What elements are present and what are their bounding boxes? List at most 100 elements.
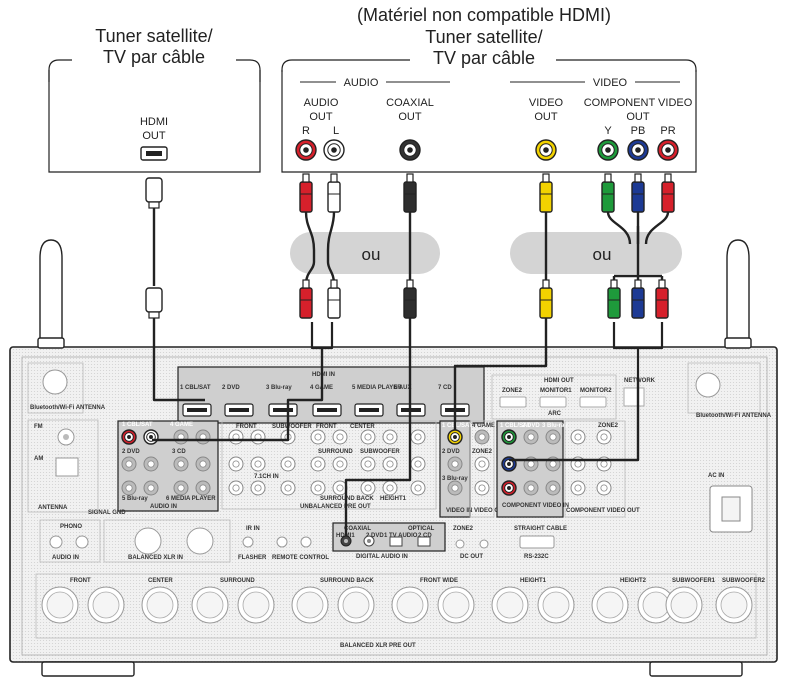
audio-cable-to-input — [152, 420, 290, 442]
audio-in-jack-7 — [173, 456, 189, 472]
optical-in-label: OPTICAL — [408, 526, 435, 532]
audio-out-l-jack[interactable] — [323, 139, 345, 161]
pre-surround-label: SURROUND — [318, 449, 353, 455]
pre-out-jack-14 — [382, 456, 398, 472]
xlr-label-2: CENTER — [148, 578, 173, 584]
comp-in-1-y-jack[interactable] — [501, 429, 517, 445]
audio-in-jack-11 — [173, 480, 189, 496]
hdmi-cable — [152, 200, 205, 402]
pre-height-label: HEIGHT1 — [380, 496, 407, 502]
xlr-out-jack — [591, 586, 629, 624]
component-y-label: Y — [604, 125, 612, 137]
xlr-out-jack — [237, 586, 275, 624]
pre-out-jack-16 — [250, 480, 266, 496]
pre-out-jack-13 — [360, 456, 376, 472]
audio-in-jack-5 — [121, 456, 137, 472]
pre-out-jack-2 — [250, 429, 266, 445]
bt-antenna-left-label: Bluetooth/Wi-Fi ANTENNA — [30, 405, 106, 411]
audio-in-label-3: 2 DVD — [122, 449, 140, 455]
phono-label: PHONO — [60, 524, 82, 530]
audio-in-jack-8 — [195, 456, 211, 472]
comp-out-label: COMPONENT VIDEO OUT — [566, 508, 640, 514]
hdmi-in-label-5: 5 MEDIA PLAYER — [352, 385, 402, 391]
component-y-jack[interactable] — [597, 139, 619, 161]
remote-label: REMOTE CONTROL — [272, 555, 329, 561]
pre-out-jack-10 — [280, 456, 296, 472]
audio-r-plug-top — [299, 173, 313, 213]
audio-out-r-jack[interactable] — [295, 139, 317, 161]
cables — [145, 173, 675, 536]
video-plug-top — [539, 173, 553, 213]
pre-out-jack-18 — [310, 480, 326, 496]
xlr-label-4: SURROUND BACK — [320, 578, 374, 584]
hdmi-in-port-1[interactable] — [182, 403, 212, 417]
hdmi-in-label: HDMI IN — [312, 372, 335, 378]
video-in-1-jack[interactable] — [447, 429, 463, 445]
video-cable — [453, 212, 548, 430]
right-foot — [649, 661, 743, 677]
coaxial-out-label-1: COAXIAL — [386, 97, 434, 109]
video-zone2-jack — [474, 456, 490, 472]
left-tuner-device: Tuner satellite/ TV par câble HDMI OUT — [48, 26, 261, 173]
left-device-title-1: Tuner satellite/ — [95, 26, 212, 46]
unbalanced-label: UNBALANCED PRE OUT — [300, 504, 371, 510]
hdmi-in-port-4[interactable] — [312, 403, 342, 417]
pre-out-jack-8 — [228, 456, 244, 472]
video-in-4-jack — [474, 429, 490, 445]
video-in-label-3: 2 DVD — [442, 449, 460, 455]
xlr-label-8: SUBWOOFER1 — [672, 578, 716, 584]
hdmi-out-label-1: HDMI — [140, 116, 168, 128]
component-y-plug-top — [601, 173, 615, 213]
coaxial-plug-bottom — [403, 279, 417, 319]
component-pb-jack[interactable] — [627, 139, 649, 161]
video-out-label-2: OUT — [534, 111, 558, 123]
audio-in-jack-4 — [195, 429, 211, 445]
video-zone2-label: ZONE2 — [472, 449, 493, 455]
video-in-label-4: 3 Blu-ray — [442, 476, 468, 482]
pre-front-top-label: FRONT — [316, 424, 337, 430]
ou-right-label: ou — [593, 245, 612, 264]
comp-in-jack-7 — [545, 429, 561, 445]
coaxial-out-label-2: OUT — [398, 111, 422, 123]
pre-out-jack-22 — [410, 429, 426, 445]
video-out-jack[interactable] — [535, 139, 557, 161]
hdmi-out-label-2: OUT — [142, 130, 166, 142]
component-pb-plug-top — [631, 173, 645, 213]
xlr-out-jack — [537, 586, 575, 624]
coaxial-in-label: COAXIAL — [344, 526, 371, 532]
audio-in-jack-12 — [195, 480, 211, 496]
xlr-label-3: SURROUND — [220, 578, 255, 584]
audio-in-jack-9 — [121, 480, 137, 496]
ou-left-label: ou — [362, 245, 381, 264]
pre-out-jack-12 — [332, 456, 348, 472]
hdmi-plug-top — [145, 177, 163, 209]
audio-in-1-r-jack[interactable] — [121, 429, 137, 445]
audio-in-1-l-jack[interactable] — [143, 429, 159, 445]
component-pr-jack[interactable] — [657, 139, 679, 161]
hdmi-in-port-3[interactable] — [268, 403, 298, 417]
monitor2-label: MONITOR2 — [580, 388, 612, 394]
comp-in-jack-9 — [545, 480, 561, 496]
coaxial-out-jack[interactable] — [399, 139, 421, 161]
component-cable-bottom — [509, 380, 640, 462]
hdmi-in-port-5[interactable] — [354, 403, 384, 417]
audio-group-label: AUDIO — [344, 77, 379, 89]
xlr-out-jack — [437, 586, 475, 624]
comp-in-jack-4 — [523, 429, 539, 445]
video-out-label: VIDEO OUT — [474, 508, 507, 514]
audio-l-plug-bottom — [327, 279, 341, 319]
dc-out-label: DC OUT — [460, 554, 483, 560]
audio-in-label-5: 5 Blu-ray — [122, 496, 148, 502]
component-pr-plug-top — [661, 173, 675, 213]
pre-out-jack-11 — [310, 456, 326, 472]
comp-in-1-pr-jack[interactable] — [501, 480, 517, 496]
xlr-out-jack — [291, 586, 329, 624]
pre-71ch-label: 7.1CH IN — [254, 474, 279, 480]
xlr-out-jack — [337, 586, 375, 624]
hdmi-in-port-2[interactable] — [224, 403, 254, 417]
signal-gnd-label: SIGNAL GND — [88, 510, 126, 516]
phono-audio-in-label: AUDIO IN — [52, 555, 79, 561]
xlr-out-jack — [391, 586, 429, 624]
comp-in-label: COMPONENT VIDEO IN — [502, 503, 569, 509]
zone2-label: ZONE2 — [502, 388, 523, 394]
